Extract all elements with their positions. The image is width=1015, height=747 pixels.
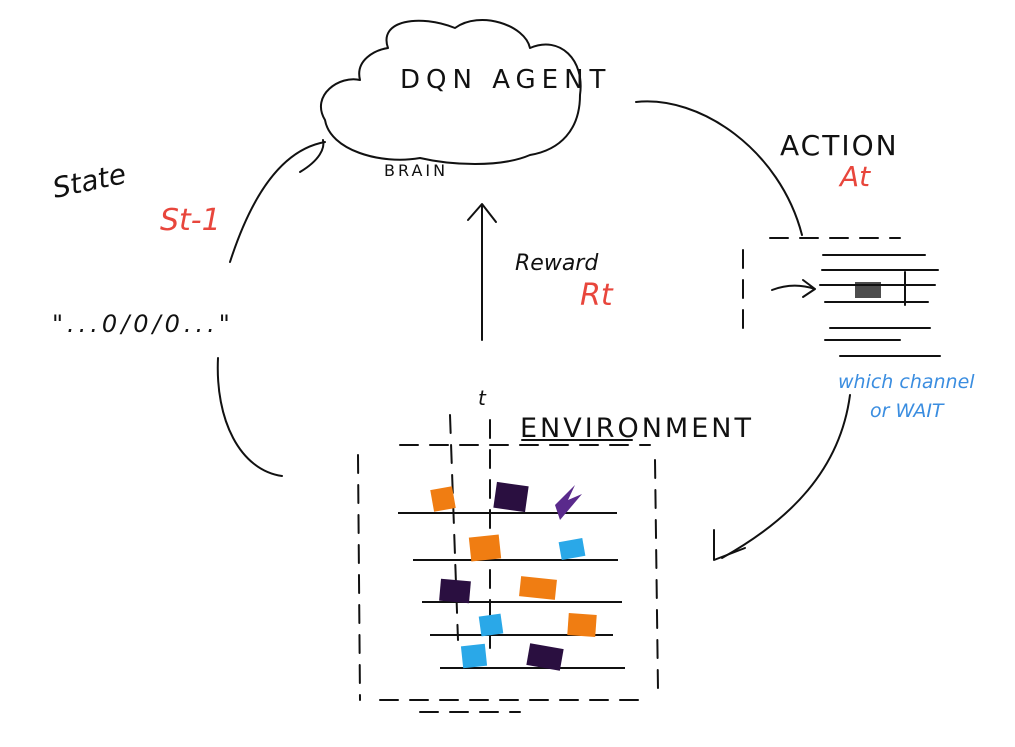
action-arrow-lower-head [713, 529, 746, 561]
time-marker: t [478, 386, 487, 410]
state-symbol: St-1 [160, 203, 221, 238]
action-note-line2: or WAIT [870, 400, 945, 422]
action-symbol: At [838, 160, 871, 193]
agent-title: DQN AGENT [400, 65, 611, 95]
environment-box [357, 444, 659, 713]
reward-label: Reward [515, 251, 599, 276]
action-note-line1: which channel [838, 371, 975, 393]
state-label: State [50, 157, 129, 205]
reward-symbol: Rt [580, 278, 614, 313]
environment-shelves [398, 512, 625, 669]
action-label: ACTION [780, 129, 899, 162]
state-arrow-upper [229, 141, 326, 263]
state-arrow-hook [299, 139, 325, 173]
state-arrow-lower [216, 357, 283, 477]
action-channel-box [742, 237, 941, 357]
state-sequence: "...0/0/0..." [52, 310, 234, 338]
reward-arrow-head [467, 203, 497, 223]
action-arrow-upper [635, 100, 803, 236]
environment-label: ENVIRONMENT [520, 413, 754, 444]
agent-brain-label: BRAIN [384, 161, 448, 180]
environment-colored-marks [430, 481, 597, 671]
action-arrow-lower [721, 394, 851, 559]
hatched-square-icon [855, 282, 881, 298]
cloud-icon [319, 19, 582, 165]
action-pointer-arrow-icon [771, 279, 816, 298]
